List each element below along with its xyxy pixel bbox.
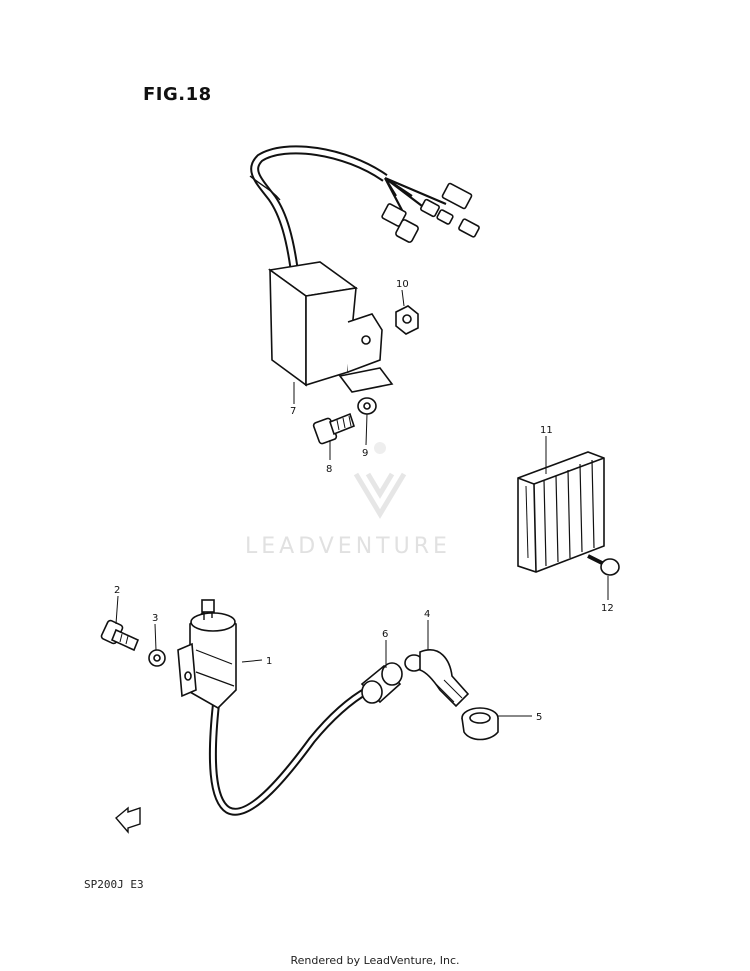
washer-3 (148, 649, 166, 667)
callout-2: 2 (114, 585, 120, 596)
callout-7: 7 (290, 406, 296, 417)
washer-9 (357, 397, 377, 415)
bolt-8 (312, 412, 355, 445)
callout-12: 12 (601, 603, 614, 614)
callout-5: 5 (536, 712, 542, 723)
callout-9: 9 (362, 448, 368, 459)
screw-12 (587, 554, 620, 576)
cap-cover-5 (461, 707, 499, 741)
regulator-rectifier (517, 451, 605, 573)
watermark-logo (353, 442, 407, 519)
nut-10 (395, 305, 419, 335)
ignition-coil (177, 599, 370, 816)
callout-1: 1 (266, 656, 272, 667)
cdi-unit (249, 145, 480, 393)
callout-8: 8 (326, 464, 332, 475)
callout-4: 4 (424, 609, 430, 620)
bolt-2 (100, 619, 140, 652)
cable-seal-6 (360, 662, 403, 704)
callout-3: 3 (152, 613, 158, 624)
callout-6: 6 (382, 629, 388, 640)
callout-11: 11 (540, 425, 553, 436)
leader-lines (115, 289, 609, 717)
figure-title: FIG.18 (143, 84, 212, 105)
callout-10: 10 (396, 279, 409, 290)
model-code: SP200J E3 (84, 878, 144, 891)
watermark-text: LEADVENTURE (245, 534, 451, 559)
front-direction-arrow (115, 806, 141, 834)
spark-plug-cap-4 (404, 649, 470, 708)
footer-credit: Rendered by LeadVenture, Inc. (290, 954, 460, 967)
